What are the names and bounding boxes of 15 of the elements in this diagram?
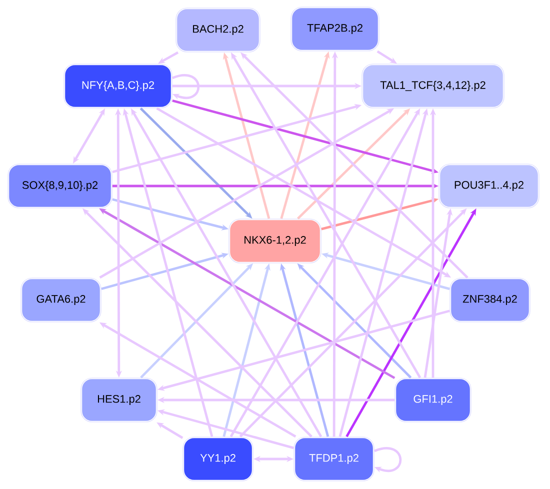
highlighted-node-box: NKX6-1,2.p2 [228, 218, 322, 264]
node-box: SOX{8,9,10}.p2 [6, 162, 114, 210]
node-box: NFY{A,B,C}.p2 [62, 62, 174, 110]
node-box: POU3F1..4.p2 [438, 162, 540, 210]
node-box: TFAP2B.p2 [290, 6, 380, 52]
node-box: TFDP1.p2 [292, 436, 376, 482]
node-box: BACH2.p2 [174, 6, 262, 54]
node-box: ZNF384.p2 [448, 276, 532, 324]
node-box: YY1.p2 [182, 436, 254, 482]
node-box: GATA6.p2 [20, 276, 102, 324]
node-box: HES1.p2 [80, 376, 158, 424]
node-box: GFI1.p2 [394, 376, 472, 424]
arrow [172, 74, 200, 100]
node-box: TAL1_TCF{3,4,12}.p2 [360, 62, 506, 110]
arrow [374, 447, 402, 473]
